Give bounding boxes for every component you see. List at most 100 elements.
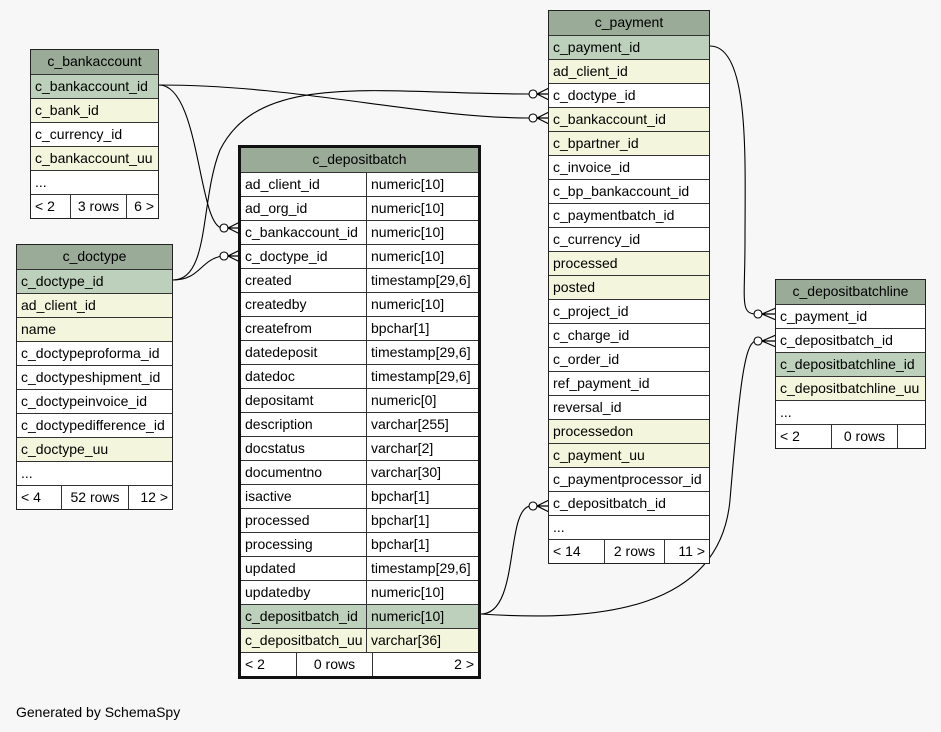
column-row[interactable]: ... (776, 400, 925, 424)
column-name: c_order_id (549, 348, 709, 371)
children-count[interactable]: 12 > (128, 486, 172, 509)
column-row[interactable]: c_depositbatchline_uu (776, 376, 925, 400)
parents-count[interactable]: < 2 (776, 425, 831, 448)
children-count[interactable]: 11 > (664, 540, 709, 563)
column-row[interactable]: posted (549, 275, 709, 299)
column-row[interactable]: c_currency_id (31, 122, 158, 146)
column-row[interactable]: c_bankaccount_id (31, 74, 158, 98)
column-row[interactable]: c_doctype_uu (17, 437, 172, 461)
column-row[interactable]: c_bankaccount_uu (31, 146, 158, 170)
column-row[interactable]: name (17, 317, 172, 341)
table-title[interactable]: c_doctype (17, 245, 172, 269)
column-row[interactable]: c_currency_id (549, 227, 709, 251)
column-row[interactable]: c_doctype_id (17, 269, 172, 293)
row-count: 52 rows (61, 486, 128, 509)
crow-foot (536, 111, 550, 125)
parents-count[interactable]: < 2 (31, 195, 70, 218)
children-count[interactable]: 6 > (126, 195, 158, 218)
column-row[interactable]: c_doctypedifference_id (17, 413, 172, 437)
column-row[interactable]: ... (17, 461, 172, 485)
column-row[interactable]: c_depositbatchline_id (776, 352, 925, 376)
column-name: c_depositbatch_uu (241, 629, 366, 652)
table-title[interactable]: c_depositbatchline (776, 280, 925, 304)
row-count: 3 rows (70, 195, 126, 218)
column-row[interactable]: c_bank_id (31, 98, 158, 122)
column-row[interactable]: c_bpartner_id (549, 131, 709, 155)
column-row[interactable]: ad_client_id (549, 59, 709, 83)
column-row[interactable]: c_payment_id (549, 35, 709, 59)
column-row[interactable]: c_payment_uu (549, 443, 709, 467)
column-row[interactable]: c_order_id (549, 347, 709, 371)
column-name: c_doctype_uu (17, 438, 172, 461)
column-name: c_doctypeinvoice_id (17, 390, 172, 413)
column-row[interactable]: c_payment_id (776, 304, 925, 328)
column-row[interactable]: c_paymentprocessor_id (549, 467, 709, 491)
column-row[interactable]: c_doctypeshipment_id (17, 365, 172, 389)
column-row[interactable]: ref_payment_id (549, 371, 709, 395)
column-name: ... (549, 516, 709, 539)
column-row[interactable]: c_bp_bankaccount_id (549, 179, 709, 203)
column-row[interactable]: processed (549, 251, 709, 275)
column-name: c_currency_id (31, 123, 158, 146)
column-name: c_doctypeproforma_id (17, 342, 172, 365)
table-title[interactable]: c_depositbatch (241, 148, 478, 172)
children-count[interactable]: 2 > (372, 653, 478, 676)
column-row[interactable]: processedon (549, 419, 709, 443)
column-type: varchar[30] (366, 461, 478, 484)
column-row[interactable]: c_charge_id (549, 323, 709, 347)
column-row[interactable]: c_depositbatch_id (776, 328, 925, 352)
table-title[interactable]: c_payment (549, 11, 709, 35)
row-count: 2 rows (604, 540, 664, 563)
column-row[interactable]: ad_client_id (17, 293, 172, 317)
column-type: bpchar[1] (366, 533, 478, 556)
column-row[interactable]: c_project_id (549, 299, 709, 323)
column-type: numeric[10] (366, 293, 478, 316)
parents-count[interactable]: < 4 (17, 486, 61, 509)
column-row[interactable]: c_depositbatch_id (549, 491, 709, 515)
children-count[interactable] (897, 425, 925, 448)
table-title[interactable]: c_bankaccount (31, 50, 158, 74)
column-name: c_depositbatchline_id (776, 353, 925, 376)
parents-count[interactable]: < 14 (549, 540, 604, 563)
column-row[interactable]: c_doctypeproforma_id (17, 341, 172, 365)
column-row[interactable]: c_doctypeinvoice_id (17, 389, 172, 413)
column-row[interactable]: c_doctype_id (549, 83, 709, 107)
column-name: c_doctypedifference_id (17, 414, 172, 437)
column-row[interactable]: c_paymentbatch_id (549, 203, 709, 227)
column-name: datedeposit (241, 341, 366, 364)
column-row[interactable]: ... (549, 515, 709, 539)
column-row[interactable]: reversal_id (549, 395, 709, 419)
parents-count[interactable]: < 2 (241, 653, 296, 676)
column-row[interactable]: c_bankaccount_id (549, 107, 709, 131)
column-row[interactable]: ... (31, 170, 158, 194)
column-name: ad_org_id (241, 197, 366, 220)
column-row[interactable]: c_invoice_id (549, 155, 709, 179)
crow-foot (536, 87, 550, 101)
